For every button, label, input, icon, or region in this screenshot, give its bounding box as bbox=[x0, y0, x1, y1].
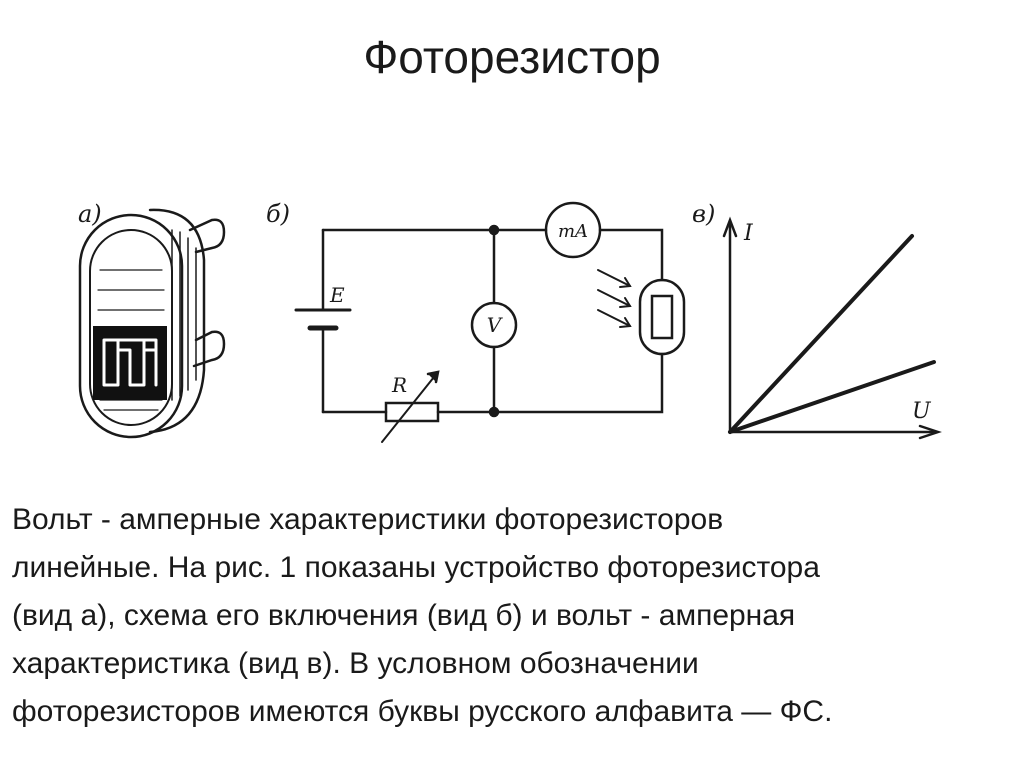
source-label: E bbox=[329, 283, 345, 307]
panel-a-label: а) bbox=[78, 200, 102, 228]
top-pin bbox=[188, 218, 226, 254]
characteristic-line-low bbox=[728, 360, 936, 434]
panel-c-label: в) bbox=[692, 200, 715, 228]
circuit-schematic bbox=[294, 201, 686, 443]
axis-y-label: I bbox=[743, 221, 754, 246]
slide-title: Фоторезистор bbox=[363, 31, 661, 83]
iv-graph bbox=[722, 216, 942, 440]
device-shell-back bbox=[148, 208, 206, 434]
variable-arrow bbox=[381, 371, 439, 443]
photoresistor-figure: а) б) в) E R V mA I U bbox=[0, 160, 1024, 480]
device-illustration bbox=[78, 208, 226, 439]
voltmeter-label: V bbox=[487, 313, 504, 337]
photoresistor-symbol bbox=[638, 278, 686, 356]
axis-x-label: U bbox=[912, 399, 932, 424]
junction-bottom bbox=[488, 406, 500, 418]
ammeter-label: mA bbox=[558, 221, 588, 242]
description-paragraph: Вольт - амперные характеристики фоторези… bbox=[12, 496, 1012, 736]
device-capsule bbox=[78, 213, 184, 439]
panel-b-label: б) bbox=[266, 200, 290, 228]
voltmeter bbox=[470, 301, 518, 349]
paragraph-line: характеристика (вид в). В условном обозн… bbox=[12, 647, 699, 680]
resistor-label: R bbox=[391, 373, 407, 397]
light-arrows bbox=[597, 269, 631, 327]
ammeter bbox=[544, 201, 602, 259]
paragraph-line: (вид а), схема его включения (вид б) и в… bbox=[12, 599, 796, 632]
junction-top bbox=[488, 224, 500, 236]
paragraph-line: Вольт - амперные характеристики фоторези… bbox=[12, 503, 724, 536]
figure-drawing: а) б) в) E R V mA I U bbox=[78, 200, 942, 443]
paragraph-line: линейные. На рис. 1 показаны устройство … bbox=[12, 551, 820, 584]
bottom-pin bbox=[192, 330, 226, 368]
paragraph-line: фоторезисторов имеются буквы русского ал… bbox=[12, 695, 833, 728]
characteristic-line-high bbox=[728, 234, 914, 434]
